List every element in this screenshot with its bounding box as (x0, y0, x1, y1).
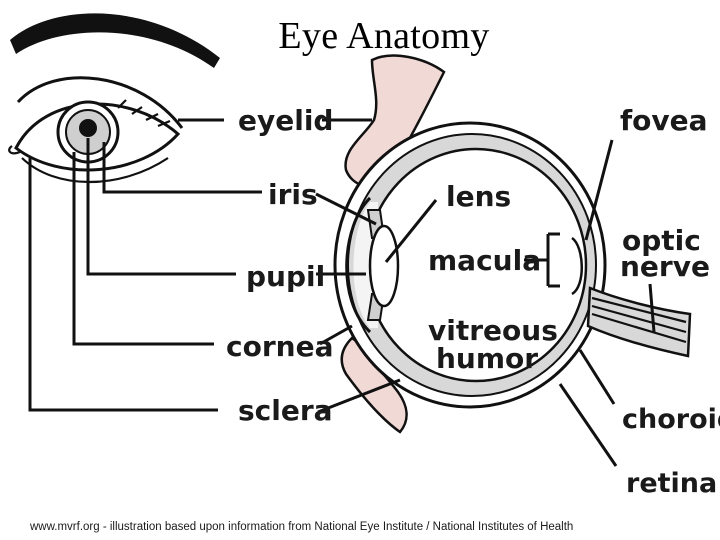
label-cornea: cornea (226, 330, 333, 363)
front-eye-illustration (9, 13, 262, 410)
lens-shape (370, 226, 398, 306)
label-retina: retina (626, 468, 717, 499)
leader-choroid (580, 350, 614, 404)
label-choroid: choroid (622, 404, 720, 435)
label-lens: lens (446, 180, 511, 213)
label-iris: iris (268, 178, 318, 211)
label-eyelid: eyelid (238, 104, 333, 137)
label-sclera: sclera (238, 394, 333, 427)
optic-nerve-shape (588, 288, 690, 356)
leader-sclera (30, 158, 218, 410)
label-fovea: fovea (620, 104, 708, 137)
label-nerve: nerve (620, 250, 710, 283)
label-pupil: pupil (246, 260, 325, 293)
credit-line: www.mvrf.org - illustration based upon i… (29, 521, 573, 533)
pupil-shape (79, 119, 97, 137)
eyebrow (10, 13, 220, 68)
label-humor: humor (436, 342, 538, 375)
label-macula: macula (428, 244, 541, 277)
